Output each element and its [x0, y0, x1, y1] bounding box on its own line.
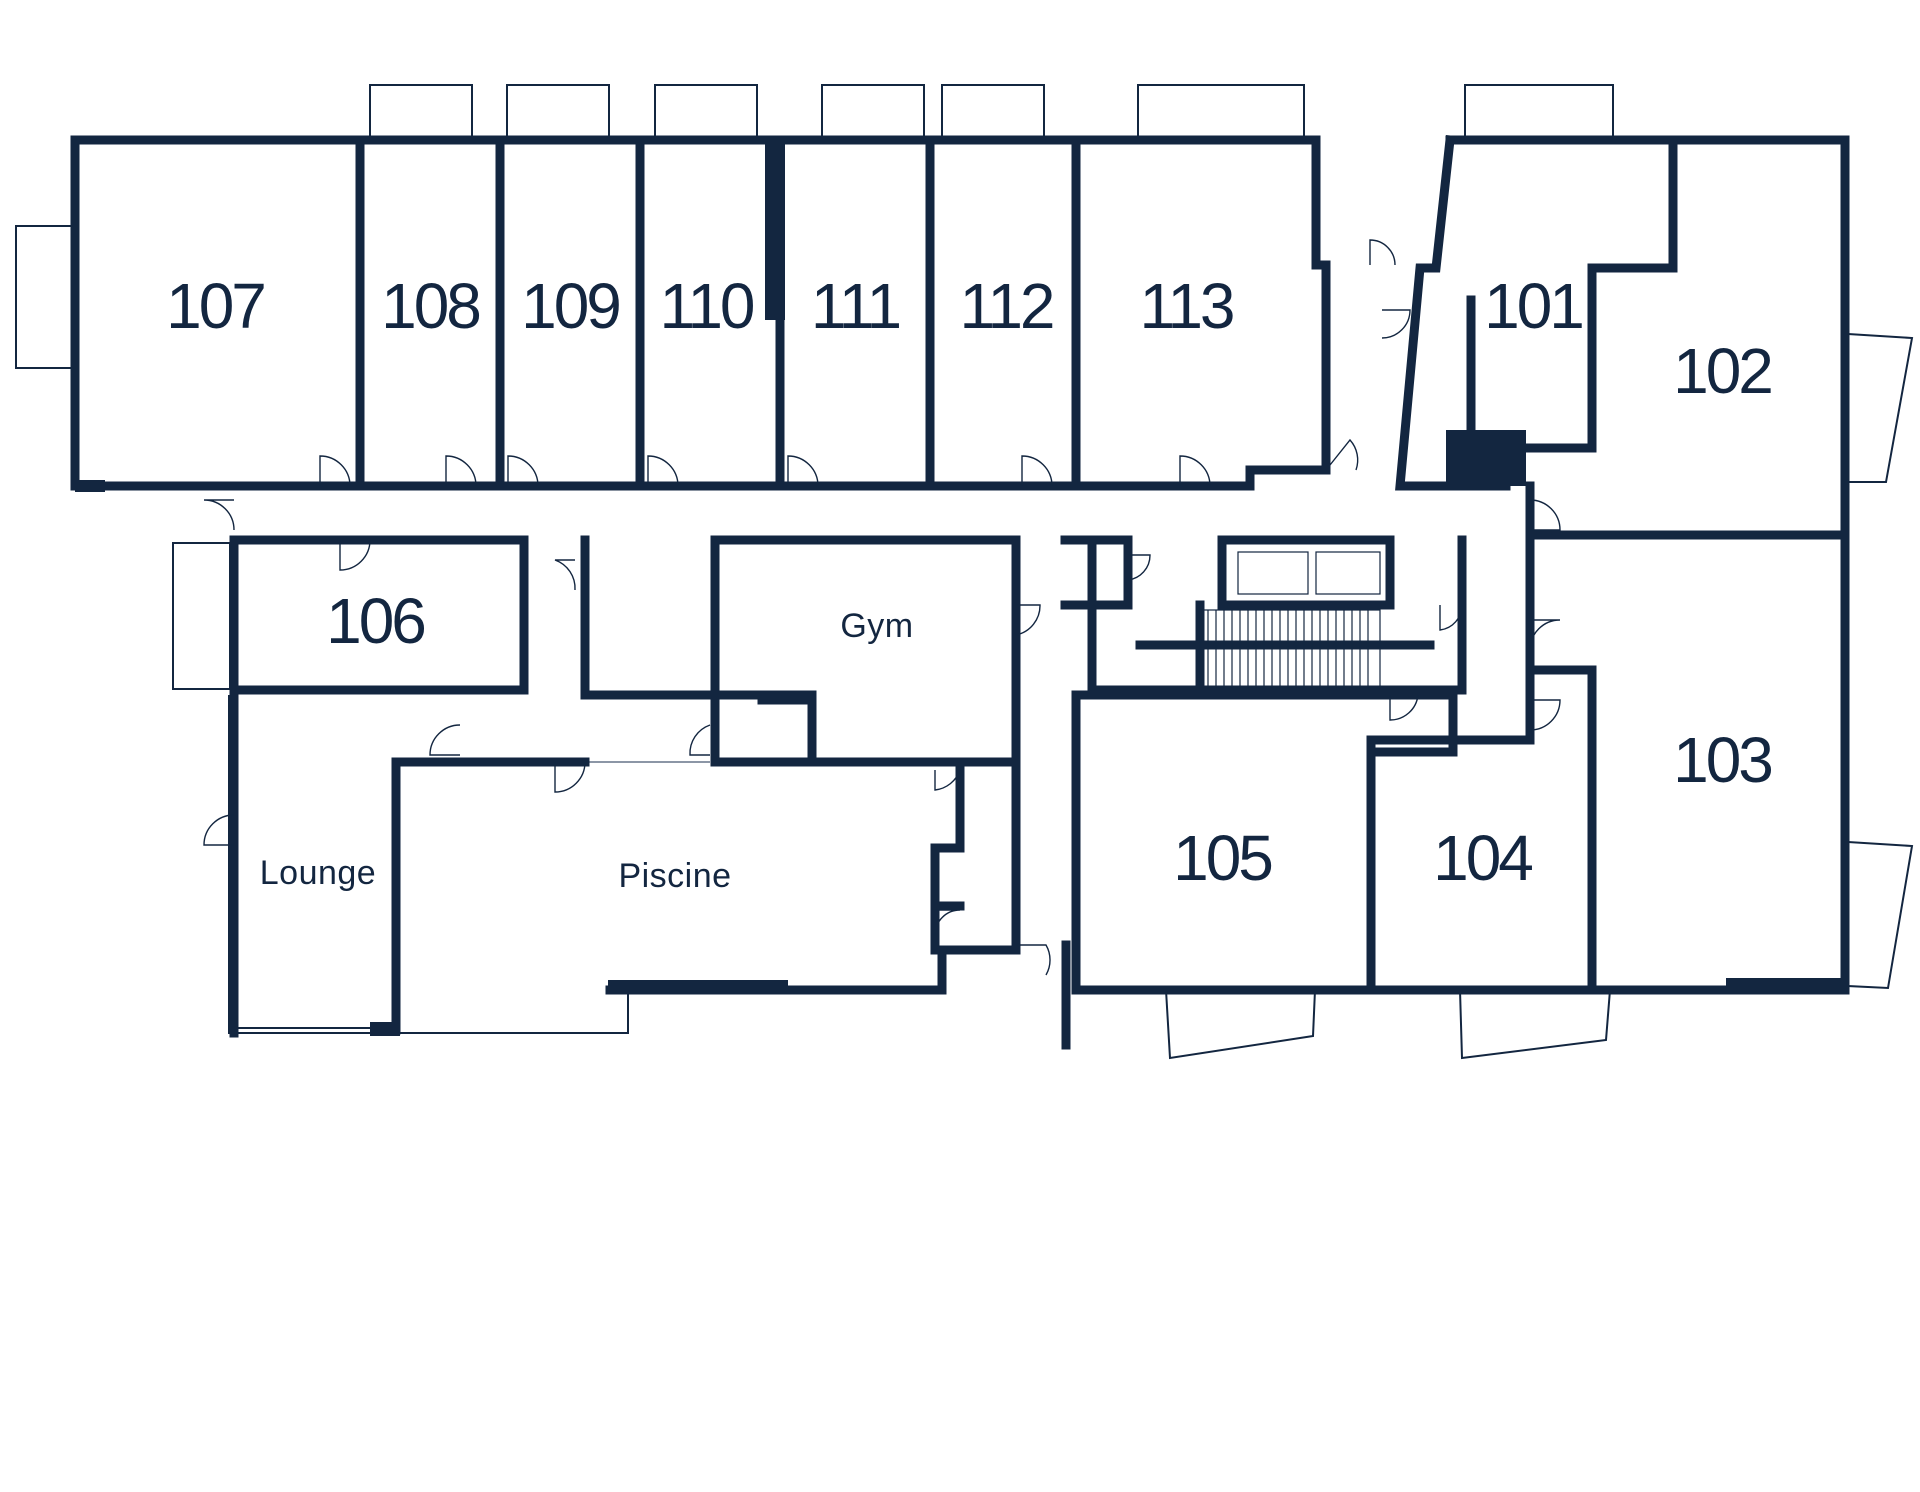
- door-west-corridor: [203, 499, 235, 531]
- balcony-105: [1164, 989, 1317, 1060]
- room-label-piscine: Piscine: [618, 857, 731, 895]
- door-103: [1529, 699, 1561, 731]
- door-gym-storage: [934, 769, 961, 791]
- door-core-north: [1127, 554, 1151, 581]
- wall-elevator-core: [1217, 535, 1395, 610]
- door-core-west: [1015, 604, 1041, 636]
- column-101-stair: [1446, 430, 1526, 486]
- room-label-106: 106: [326, 585, 424, 657]
- door-east-corridor: [1529, 619, 1561, 651]
- wall-piscine-rooms: [930, 757, 965, 955]
- room-label-107: 107: [166, 270, 264, 342]
- door-105: [1389, 694, 1419, 721]
- balcony-109: [506, 84, 610, 138]
- room-label-112: 112: [959, 270, 1052, 342]
- door-piscine: [554, 761, 586, 793]
- elevator-car-1: [1237, 551, 1309, 595]
- room-label-109: 109: [521, 270, 619, 342]
- room-labels: 107 108 109 110 111 112 113 101 102 103 …: [166, 270, 1774, 895]
- door-112: [1021, 455, 1053, 487]
- room-label-lounge: Lounge: [260, 854, 376, 892]
- door-south-corridor: [1016, 944, 1051, 976]
- lounge-glazing: [228, 695, 374, 1034]
- room-label-111: 111: [811, 270, 900, 342]
- wall-gym: [710, 535, 1021, 767]
- door-113: [1179, 455, 1211, 487]
- door-108: [445, 455, 477, 487]
- solid-blocks: [75, 140, 1846, 1036]
- column-piscine-south: [608, 980, 788, 994]
- wall-corridor-core: [1060, 535, 1133, 610]
- balcony-102: [1847, 332, 1914, 483]
- room-label-gym: Gym: [840, 607, 913, 645]
- door-101-foyer: [1381, 309, 1411, 339]
- wall-gym-storage: [757, 695, 817, 767]
- room-label-108: 108: [381, 270, 479, 342]
- balcony-101: [1464, 84, 1614, 138]
- wall-piscine-east: [605, 757, 1021, 995]
- door-core-east: [1439, 604, 1463, 631]
- room-label-103: 103: [1673, 724, 1771, 796]
- elevator-car-2: [1315, 551, 1381, 595]
- room-label-101: 101: [1484, 270, 1582, 342]
- door-110: [647, 455, 679, 487]
- door-107: [319, 455, 351, 487]
- stair-box: [1199, 609, 1381, 689]
- room-label-102: 102: [1673, 335, 1771, 407]
- balcony-112: [941, 84, 1045, 138]
- balcony-106: [172, 542, 231, 690]
- stairs: [1199, 551, 1381, 689]
- doors: [203, 239, 1561, 976]
- piscine-glazing: [374, 990, 629, 1034]
- door-gym: [689, 724, 711, 756]
- column-107-south: [75, 480, 105, 492]
- door-service: [554, 559, 576, 591]
- balcony-110: [654, 84, 758, 138]
- balcony-107: [15, 225, 73, 369]
- door-102: [1529, 499, 1561, 531]
- column-lounge-south: [370, 1022, 400, 1036]
- wall-101-102-divider: [1466, 135, 1678, 453]
- walls: [70, 135, 1850, 1050]
- wall-stair-core: [1087, 535, 1467, 695]
- door-106: [339, 539, 371, 571]
- door-lounge-west: [203, 814, 235, 846]
- balcony-103: [1847, 840, 1914, 990]
- balcony-104: [1458, 989, 1612, 1060]
- column-110-east: [765, 140, 785, 320]
- door-111: [787, 455, 819, 487]
- door-piscine-closet: [934, 909, 961, 936]
- balcony-111: [821, 84, 925, 138]
- room-label-113: 113: [1139, 270, 1232, 342]
- wall-101-outline: [1395, 135, 1511, 491]
- balconies: [15, 84, 1914, 1060]
- column-1725-south: [1726, 978, 1846, 992]
- door-lounge: [429, 724, 461, 756]
- wall-105-north: [1071, 690, 1458, 995]
- door-109: [507, 455, 539, 487]
- wall-service-rooms: [580, 535, 715, 700]
- room-label-104: 104: [1433, 822, 1532, 894]
- room-label-105: 105: [1173, 822, 1271, 894]
- wall-103-104: [1525, 665, 1597, 995]
- door-north-entry: [1325, 438, 1359, 471]
- door-north-balcony: [1369, 239, 1396, 266]
- balcony-113: [1137, 84, 1305, 138]
- balcony-108: [369, 84, 473, 138]
- stair-treads: [1207, 610, 1369, 688]
- room-label-110: 110: [659, 270, 753, 342]
- wall-room-106: [229, 535, 529, 695]
